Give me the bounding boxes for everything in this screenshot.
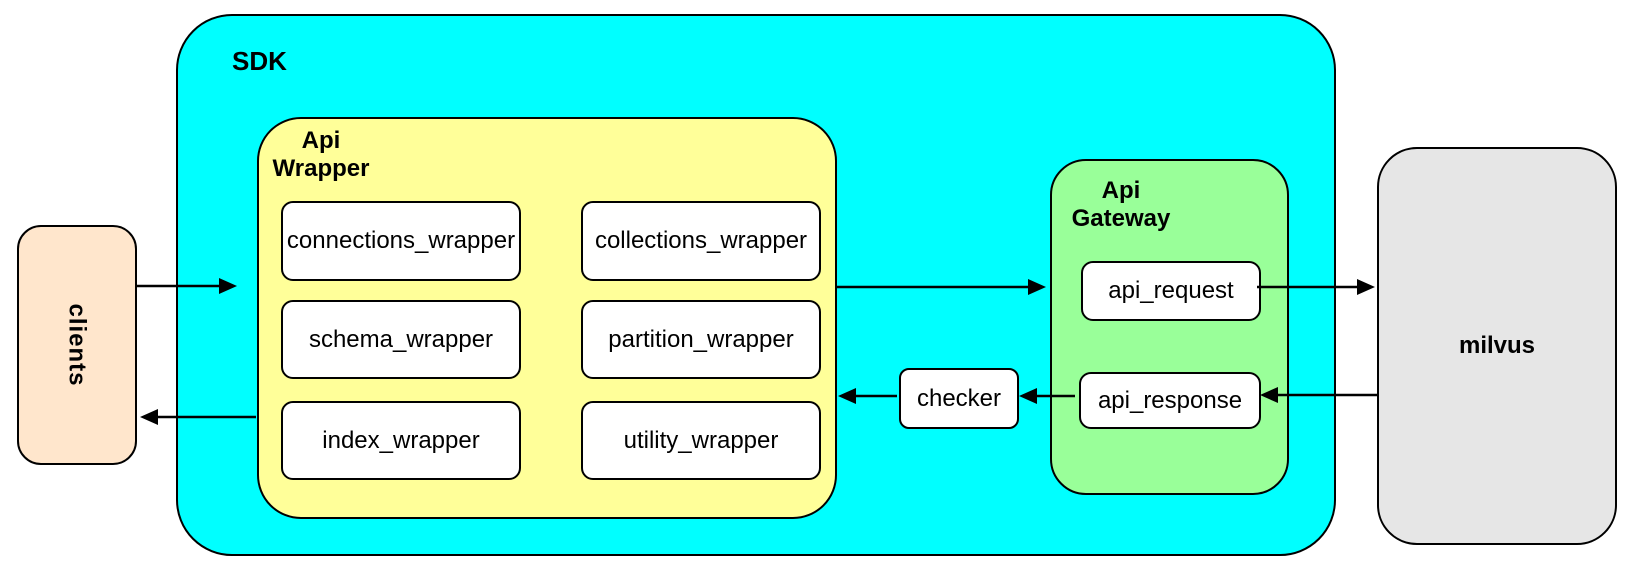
node-schema-wrapper-label: schema_wrapper xyxy=(308,325,494,353)
node-connections-wrapper: connections_wrapper xyxy=(281,201,521,281)
node-utility-wrapper: utility_wrapper xyxy=(581,401,821,480)
node-sdk: SDK Api Wrapper connections_wrapper coll… xyxy=(176,14,1336,556)
node-index-wrapper-label: index_wrapper xyxy=(322,426,480,454)
node-api-gateway: Api Gateway api_request api_response xyxy=(1050,159,1289,495)
node-api-response-label: api_response xyxy=(1097,386,1243,414)
node-collections-wrapper: collections_wrapper xyxy=(581,201,821,281)
node-clients: clients xyxy=(17,225,137,465)
node-api-gateway-label: Api Gateway xyxy=(1071,177,1171,232)
node-utility-wrapper-label: utility_wrapper xyxy=(623,426,779,454)
node-partition-wrapper-label: partition_wrapper xyxy=(608,325,794,353)
node-api-response: api_response xyxy=(1079,372,1261,429)
node-checker: checker xyxy=(899,368,1019,429)
node-collections-wrapper-label: collections_wrapper xyxy=(594,227,808,254)
node-clients-label: clients xyxy=(64,303,91,387)
node-sdk-label: SDK xyxy=(232,46,287,76)
node-api-wrapper-label: Api Wrapper xyxy=(272,127,370,182)
node-milvus: milvus xyxy=(1377,147,1617,545)
node-api-request-label: api_request xyxy=(1108,277,1234,304)
node-milvus-label: milvus xyxy=(1458,332,1536,359)
node-connections-wrapper-label: connections_wrapper xyxy=(286,227,516,254)
node-index-wrapper: index_wrapper xyxy=(281,401,521,480)
node-api-request: api_request xyxy=(1081,261,1261,321)
node-schema-wrapper: schema_wrapper xyxy=(281,300,521,379)
node-api-wrapper: Api Wrapper connections_wrapper collecti… xyxy=(257,117,837,519)
node-checker-label: checker xyxy=(916,384,1002,412)
node-partition-wrapper: partition_wrapper xyxy=(581,300,821,379)
